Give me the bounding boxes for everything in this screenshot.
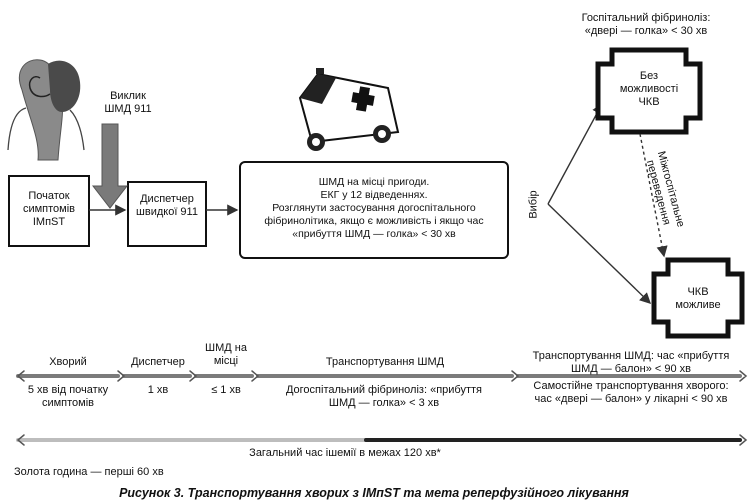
ems-box-label: ШМД на місці пригоди. ЕКГ у 12 відведенн… — [264, 176, 484, 240]
total-ischemia-label: Загальний час ішемії в межах 120 хв* — [249, 447, 441, 459]
dispatcher-box-label: Диспетчер швидкої 911 — [136, 193, 198, 218]
timeline-dispatcher-title: Диспетчер — [131, 356, 185, 368]
hospital-fibrinolysis-label: Госпітальний фібриноліз: «двері — голка»… — [581, 12, 711, 37]
timeline-patient-detail: 5 хв від початку симптомів — [27, 384, 109, 409]
ambulance-icon — [298, 68, 400, 151]
timeline — [16, 370, 748, 446]
timeline-ems-onsite-title: ШМД на місці — [205, 342, 247, 367]
figure-caption: Рисунок 3. Транспортування хворих з IMпS… — [119, 486, 629, 500]
golden-hour-label: Золота година — перші 60 хв — [14, 466, 164, 478]
interhospital-arrow — [639, 133, 668, 258]
timeline-patient-title: Хворий — [49, 356, 87, 368]
timeline-ems-transport-detail: Догоспітальний фібриноліз: «прибуття ШМД… — [285, 384, 483, 409]
call-label: Виклик ШМД 911 — [104, 90, 152, 115]
choice-label: Вибір — [527, 190, 540, 219]
no-pci-hospital-label: Без можливості ЧКВ — [619, 70, 679, 108]
ems-box — [239, 161, 509, 259]
self-transport-label: Самостійне транспортування хворого: час … — [533, 380, 729, 405]
hospital-cross-icon — [651, 257, 745, 339]
dispatcher-box — [127, 181, 207, 247]
call-arrow — [91, 123, 129, 209]
ems-transport-pci-label: Транспортування ШМД: час «прибуття ШМД —… — [532, 350, 730, 375]
choice-arrow-no-pci — [547, 102, 603, 205]
hospital-cross-icon — [595, 47, 703, 135]
timeline-ems-onsite-detail: ≤ 1 хв — [211, 384, 241, 396]
onset-box — [8, 175, 90, 247]
timeline-dispatcher-detail: 1 хв — [147, 384, 169, 396]
patient-figure-icon — [7, 59, 85, 161]
timeline-ems-transport-title: Транспортування ШМД — [325, 356, 445, 368]
onset-box-label: Початок симптомів IMпST — [22, 190, 76, 228]
pci-hospital-label: ЧКВ можливе — [675, 286, 721, 311]
choice-arrow-pci — [547, 203, 652, 304]
